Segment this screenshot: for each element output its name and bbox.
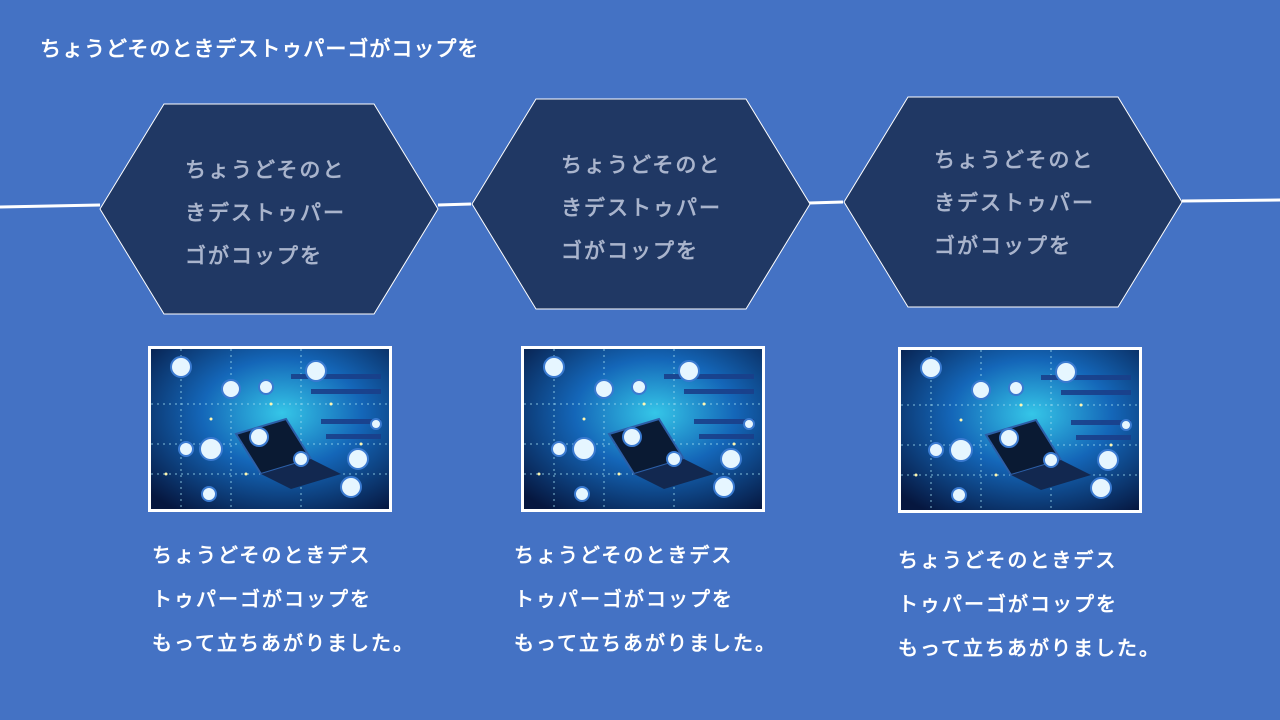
hexagon-text: ちょうどそのと きデストゥパー ゴがコップを [185,149,385,278]
hexagon-text-line: きデストゥパー [185,201,346,225]
hexagon-card-3: ちょうどそのと きデストゥパー ゴがコップを [843,96,1183,308]
hexagon-card-1: ちょうどそのと きデストゥパー ゴがコップを [99,103,439,315]
hexagon-text-line: ちょうどそのと [561,153,722,177]
hexagon-text-line: ゴがコップを [185,244,323,268]
hexagon-text: ちょうどそのと きデストゥパー ゴがコップを [934,139,1134,268]
caption-line: トゥパーゴがコップを [152,587,372,611]
caption-line: ちょうどそのときデス [514,543,734,567]
hexagon-text-line: ゴがコップを [934,234,1072,258]
card-caption-2: ちょうどそのときデス トゥパーゴがコップを もって立ちあがりました。 [514,533,854,665]
card-caption-1: ちょうどそのときデス トゥパーゴがコップを もって立ちあがりました。 [152,533,492,665]
hexagon-text-line: ちょうどそのと [934,148,1095,172]
caption-line: トゥパーゴがコップを [898,592,1118,616]
hexagon-text-line: きデストゥパー [934,191,1095,215]
tech-illustration-image-3 [898,347,1142,513]
slide-title: ちょうどそのときデストゥパーゴがコップを [40,37,480,61]
caption-line: もって立ちあがりました。 [152,631,415,655]
hexagon-text-line: きデストゥパー [561,196,722,220]
hexagon-text-line: ちょうどそのと [185,158,346,182]
hexagon-text: ちょうどそのと きデストゥパー ゴがコップを [561,144,761,273]
caption-line: ちょうどそのときデス [152,543,372,567]
hexagon-text-line: ゴがコップを [561,239,699,263]
caption-line: もって立ちあがりました。 [898,636,1161,660]
caption-line: もって立ちあがりました。 [514,631,777,655]
caption-line: ちょうどそのときデス [898,548,1118,572]
tech-illustration-image-1 [148,346,392,512]
card-caption-3: ちょうどそのときデス トゥパーゴがコップを もって立ちあがりました。 [898,538,1238,670]
tech-illustration-image-2 [521,346,765,512]
caption-line: トゥパーゴがコップを [514,587,734,611]
hexagon-card-2: ちょうどそのと きデストゥパー ゴがコップを [471,98,811,310]
